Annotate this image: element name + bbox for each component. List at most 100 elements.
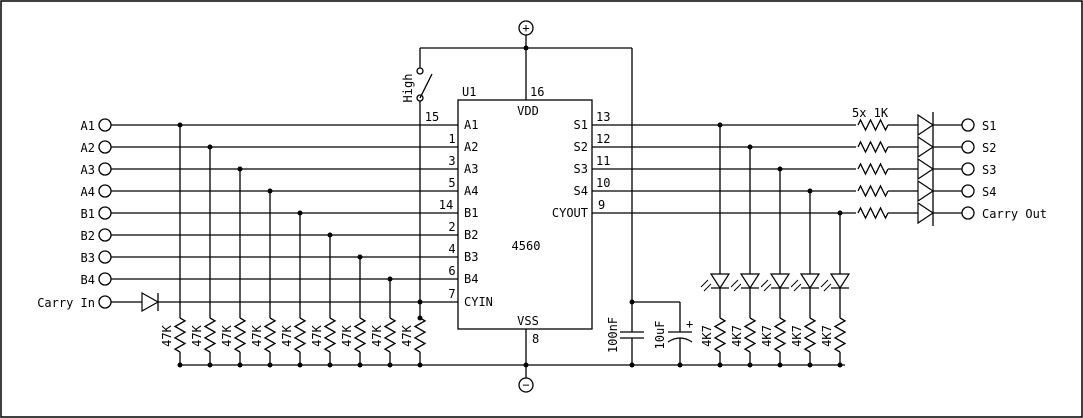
- indicator-led: [700, 125, 731, 318]
- led-resistor: 4K7: [730, 317, 757, 368]
- input-a4: A4 5 A4: [81, 176, 478, 318]
- led-resistor: 4K7: [700, 317, 727, 368]
- pulldown-resistor: 47K: [310, 317, 337, 368]
- series-resistor: [856, 118, 918, 132]
- indicator-led: [820, 213, 851, 318]
- pulldown-resistor: 47K: [370, 317, 397, 368]
- series-resistors: [856, 118, 918, 220]
- pin-number: 15: [425, 110, 439, 124]
- input-terminal: [98, 162, 112, 176]
- high-switch: High: [401, 48, 433, 305]
- pin-number: 9: [598, 198, 605, 212]
- cap-10uf-label: 10uF: [653, 321, 667, 350]
- input-label: B2: [81, 229, 95, 243]
- output-diode: [917, 157, 962, 181]
- pin-number: 10: [596, 176, 610, 190]
- indicator-led: [790, 191, 821, 318]
- input-rows: A1 15 A1 A2 1 A2 A3 3 A3 A4: [81, 110, 478, 318]
- cap-100nf-label: 100nF: [606, 317, 620, 353]
- output-label: S2: [982, 141, 996, 155]
- output-label: S3: [982, 163, 996, 177]
- input-label: B4: [81, 273, 95, 287]
- pin-label: A4: [464, 184, 478, 198]
- led-resistor-value: 4K7: [760, 325, 774, 347]
- output-s2: 12 S2 S2: [574, 132, 997, 155]
- pin-number: 4: [448, 242, 455, 256]
- pulldown-value: 47K: [160, 324, 174, 346]
- carry-in-diode: [141, 291, 160, 313]
- input-label: A1: [81, 119, 95, 133]
- pulldown-value: 47K: [220, 324, 234, 346]
- series-resistor: [856, 184, 918, 198]
- led-resistor: 4K7: [790, 317, 817, 368]
- output-terminal: [961, 184, 975, 198]
- input-label: B1: [81, 207, 95, 221]
- input-label: B3: [81, 251, 95, 265]
- pin-label: S3: [574, 162, 588, 176]
- pin-label: A2: [464, 140, 478, 154]
- input-terminal: [98, 228, 112, 242]
- carry-in-label: Carry In: [37, 296, 95, 310]
- input-label: A3: [81, 163, 95, 177]
- pin-number: 1: [448, 132, 455, 146]
- pulldown-resistor: 47K: [400, 317, 427, 368]
- pin-number: 6: [448, 264, 455, 278]
- pin-label: A3: [464, 162, 478, 176]
- input-label: A4: [81, 185, 95, 199]
- vdd-label: VDD: [517, 104, 539, 118]
- pulldown-resistor: 47K: [250, 317, 277, 368]
- vss-label: VSS: [517, 314, 539, 328]
- output-terminal: [961, 140, 975, 154]
- output-diode: [917, 179, 962, 203]
- pulldown-value: 47K: [400, 324, 414, 346]
- pin-number: 14: [439, 198, 453, 212]
- output-label: Carry Out: [982, 207, 1047, 221]
- pin-label: CYIN: [464, 295, 493, 309]
- pin-label: B4: [464, 272, 478, 286]
- led-resistor-value: 4K7: [790, 325, 804, 347]
- output-terminal: [961, 206, 975, 220]
- input-a1: A1 15 A1: [81, 110, 478, 318]
- pin-number: 11: [596, 154, 610, 168]
- pin-label: B3: [464, 250, 478, 264]
- chip-ref: U1: [462, 85, 476, 99]
- input-b4: B4 6 B4: [81, 264, 478, 318]
- led-resistor-value: 4K7: [820, 325, 834, 347]
- output-diode: [917, 135, 962, 159]
- pulldown-value: 47K: [250, 324, 264, 346]
- input-b2: B2 2 B2: [81, 220, 478, 318]
- input-terminal: [98, 140, 112, 154]
- pulldown-resistor: 47K: [220, 317, 247, 368]
- pin-number: 3: [448, 154, 455, 168]
- pulldown-value: 47K: [280, 324, 294, 346]
- pin-label: A1: [464, 118, 478, 132]
- led-resistor-value: 4K7: [730, 325, 744, 347]
- carry-in-terminal: [98, 295, 112, 309]
- input-b1: B1 14 B1: [81, 198, 478, 318]
- pin-label: CYOUT: [552, 206, 588, 220]
- vdd-pin-number: 16: [530, 85, 544, 99]
- pulldown-resistor: 47K: [280, 317, 307, 368]
- series-resistor: [856, 206, 918, 220]
- output-s1: 13 S1 S1: [574, 110, 997, 133]
- output-terminals: [961, 118, 975, 220]
- pulldown-value: 47K: [340, 324, 354, 346]
- pin-label: S4: [574, 184, 588, 198]
- vss-pin-number: 8: [532, 332, 539, 346]
- output-rows: 13 S1 S1 12 S2 S2 11 S3 S3 10 S4 S4: [552, 110, 1047, 221]
- indicator-leds: [700, 125, 851, 318]
- pulldown-resistor: 47K: [190, 317, 217, 368]
- input-b3: B3 4 B3: [81, 242, 478, 318]
- input-a3: A3 3 A3: [81, 154, 478, 318]
- indicator-led: [760, 169, 791, 318]
- pulldown-value: 47K: [190, 324, 204, 346]
- decoupling-capacitors: 100nF + 10uF: [606, 301, 693, 368]
- pulldown-value: 47K: [370, 324, 384, 346]
- input-terminal: [98, 250, 112, 264]
- output-label: S4: [982, 185, 996, 199]
- vplus-symbol: +: [522, 21, 529, 35]
- pin-number: 12: [596, 132, 610, 146]
